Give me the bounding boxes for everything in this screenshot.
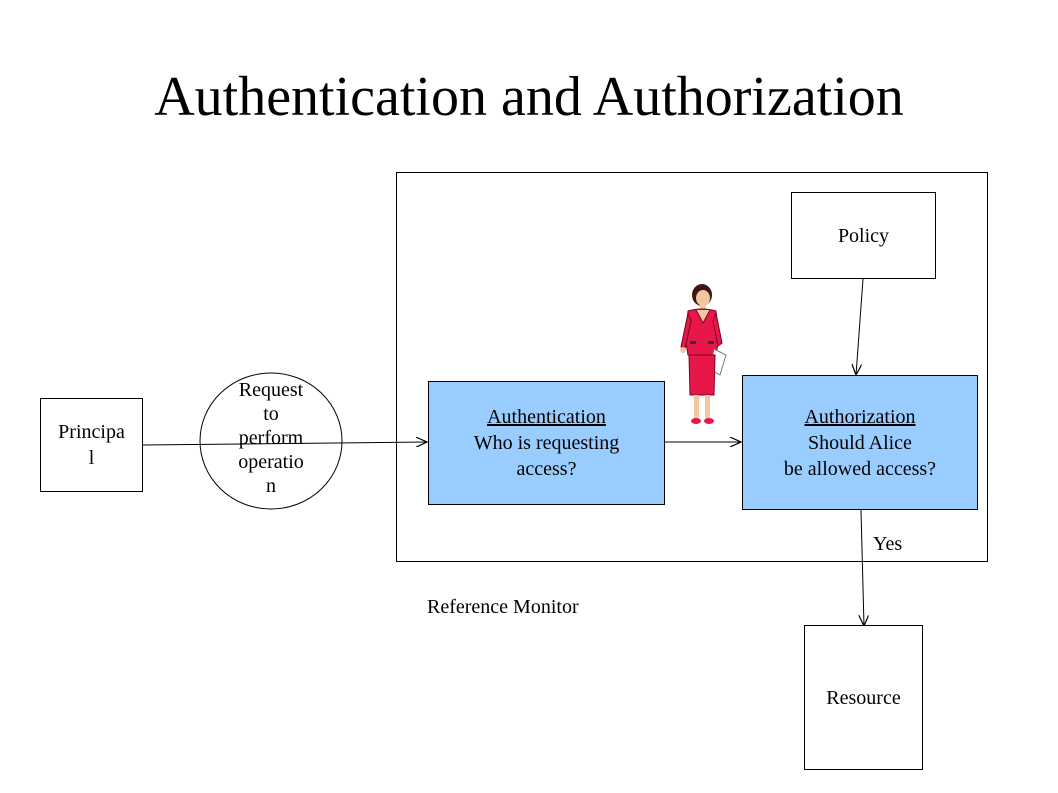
policy-box: Policy bbox=[791, 192, 936, 279]
woman-figure-icon bbox=[680, 284, 727, 424]
arrow-authorization-to-resource bbox=[861, 509, 864, 626]
principal-box: Principa l bbox=[40, 398, 143, 492]
reference-monitor-label: Reference Monitor bbox=[427, 596, 579, 618]
authentication-box: Authentication Who is requesting access? bbox=[428, 381, 665, 505]
arrow-policy-to-authorization bbox=[856, 278, 864, 375]
resource-box: Resource bbox=[804, 625, 923, 770]
authentication-heading: Authentication bbox=[487, 406, 606, 428]
policy-label: Policy bbox=[837, 224, 890, 247]
arrow-principal-to-authentication bbox=[142, 442, 427, 445]
authorization-line1: Should Alice bbox=[808, 431, 912, 454]
resource-label: Resource bbox=[826, 686, 901, 709]
authorization-box: Authorization Should Alice be allowed ac… bbox=[742, 375, 978, 510]
yes-label: Yes bbox=[873, 533, 903, 555]
slide-title: Authentication and Authorization bbox=[154, 66, 904, 128]
authorization-heading: Authorization bbox=[804, 405, 916, 428]
principal-label: Principa l bbox=[58, 421, 125, 469]
request-label: Request to perform operatio n bbox=[238, 379, 304, 497]
authentication-line1: Who is requesting bbox=[473, 432, 620, 454]
authentication-line2: access? bbox=[516, 458, 577, 480]
authorization-line2: be allowed access? bbox=[783, 457, 937, 480]
request-ellipse bbox=[199, 372, 343, 510]
